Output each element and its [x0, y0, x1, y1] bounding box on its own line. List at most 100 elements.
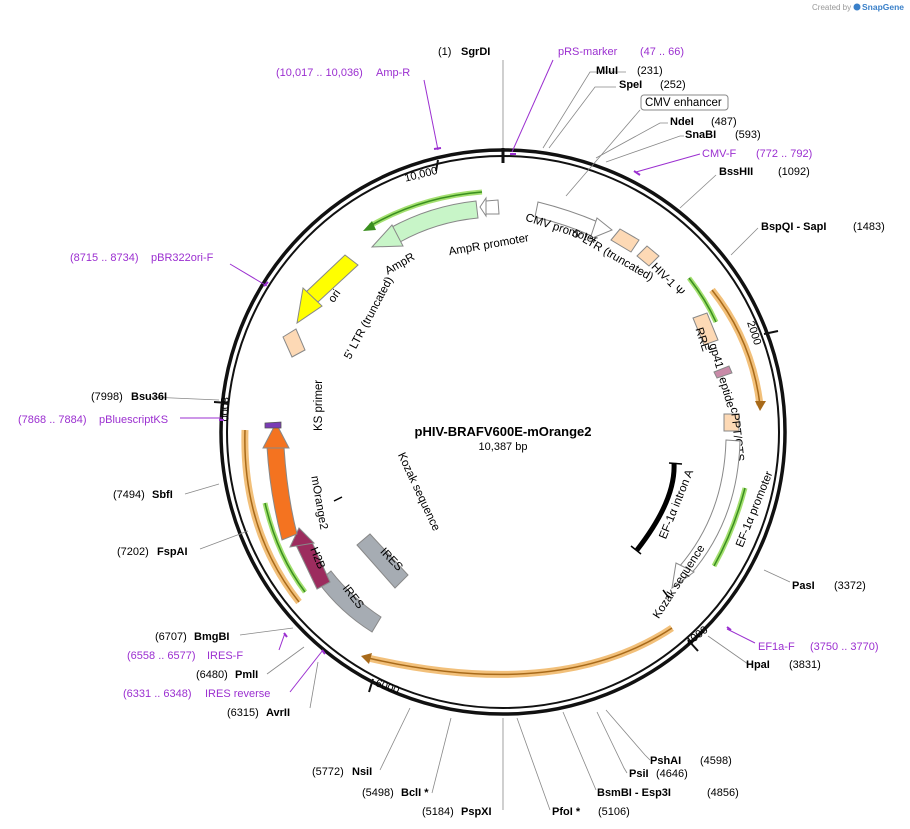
tick-label-6000: 6000 [374, 677, 401, 697]
site-coord-pasi: (3372) [834, 580, 866, 592]
site-name-pmli: PmlI [235, 669, 258, 681]
site-name-snabi: SnaBI [685, 129, 716, 141]
orf-arc-bottom-line [367, 627, 673, 676]
primer-coord-amp-r: (10,017 .. 10,036) [276, 67, 363, 79]
site-name-bsshii: BssHII [719, 166, 753, 178]
credit-prefix: Created by [812, 3, 851, 12]
green-arrow-ampr-line [369, 191, 483, 227]
site-name-spei: SpeI [619, 79, 642, 91]
primer-coord-ef1a-f: (3750 .. 3770) [810, 641, 879, 653]
feature-gp41-peptide [713, 365, 733, 379]
feature-cppt-cts [723, 413, 740, 432]
site-name-ndei: NdeI [670, 116, 694, 128]
site-coord-snabi: (593) [735, 129, 761, 141]
feature-ef1a-promoter-arrowhead [671, 562, 695, 590]
feature-ampr-promoter-arrowhead [479, 196, 487, 218]
site-coord-bspqi-sapi: (1483) [853, 221, 885, 233]
primer-name-ires-f: IRES-F [207, 650, 243, 662]
feature-label-hiv1-psi: HIV-1 Ψ [649, 261, 687, 299]
site-coord-bcli: (5498) [362, 787, 394, 799]
primer-coord-pbluescriptks: (7868 .. 7884) [18, 414, 87, 426]
site-name-nsii: NsiI [352, 766, 372, 778]
primer-name-prs-marker: pRS-marker [558, 46, 618, 58]
site-coord-bmgbi: (6707) [155, 631, 187, 643]
site-name-mlui: MluI [596, 65, 618, 77]
green-arrow-ef1a-line [713, 487, 746, 567]
feature-label-kozak-left: Kozak sequence [395, 451, 442, 533]
feature-ks-primer [264, 421, 282, 429]
orf-arc-right-line [711, 289, 761, 406]
snapgene-credit: Created by SnapGene [812, 2, 904, 12]
feature-label-ampr: AmpR [383, 251, 417, 277]
primer-coord-prs-marker: (47 .. 66) [640, 46, 684, 58]
feature-label-ltr-left: 5' LTR (truncated) [342, 275, 396, 362]
site-coord-pmli: (6480) [196, 669, 228, 681]
primer-markers [219, 147, 732, 655]
primer-name-pbluescriptks: pBluescriptKS [99, 414, 168, 426]
feature-ltr-right [610, 228, 640, 253]
site-coord-pshai: (4598) [700, 755, 732, 767]
cmv-enhancer-label: CMV enhancer [645, 97, 722, 109]
tick-label-8000: 8000 [218, 397, 230, 421]
primer-leader-lines [180, 59, 756, 693]
site-name-bspqi-sapi: BspQI - SapI [761, 221, 826, 233]
feature-rre [692, 312, 719, 346]
green-arrow-ampr-head [363, 221, 376, 231]
feature-label-ks-primer: KS primer [313, 380, 325, 431]
orf-arc-bottom-arrowhead [361, 653, 372, 664]
feature-kozak-right [662, 589, 670, 599]
feature-ampr [389, 200, 479, 243]
green-arrow-left-line [264, 502, 306, 593]
site-name-psii: PsiI [629, 768, 649, 780]
leader-lines [149, 60, 791, 811]
site-coord-pspxi: (5184) [422, 806, 454, 818]
feature-ef1a-intron-start-marker [668, 462, 683, 465]
site-coord-bsu36i: (7998) [91, 391, 123, 403]
feature-kozak-left [333, 496, 343, 502]
site-name-bsu36i: Bsu36I [131, 391, 167, 403]
site-coord-hpai: (3831) [789, 659, 821, 671]
site-name-bcli: BclI * [401, 787, 429, 799]
primer-coord-cmv-f: (772 .. 792) [756, 148, 812, 160]
feature-cmv-promoter-arrowhead [589, 217, 613, 240]
tick-8000: 8000 [213, 397, 230, 421]
feature-label-kozak-right: Kozak sequence [651, 543, 707, 621]
site-name-pspxi: PspXI [461, 806, 492, 818]
feature-ef1a-promoter [678, 439, 741, 576]
site-coord-sgrdi: (1) [438, 46, 451, 58]
green-arrow-rre-line [688, 277, 717, 323]
site-name-pshai: PshAI [650, 755, 681, 767]
snapgene-logo-icon [853, 3, 861, 11]
orf-arc-right-arrowhead [755, 401, 766, 411]
feature-ef1a-intron-end-marker [630, 545, 642, 555]
feature-morange2 [266, 446, 298, 541]
primer-coord-pbr322ori-f: (8715 .. 8734) [70, 252, 139, 264]
orf-arc-left-line [244, 429, 300, 603]
site-coord-mlui: (231) [637, 65, 663, 77]
site-coord-spei: (252) [660, 79, 686, 91]
site-coord-bsshii: (1092) [778, 166, 810, 178]
primer-name-ef1a-f: EF1a-F [758, 641, 795, 653]
plasmid-name: pHIV-BRAFV600E-mOrange2 [415, 424, 592, 439]
site-coord-avrii: (6315) [227, 707, 259, 719]
feature-ampr-promoter [485, 199, 500, 215]
credit-brand: SnapGene [862, 2, 904, 12]
feature-h2b-arrowhead [289, 527, 316, 548]
feature-ori-arrowhead [296, 286, 323, 325]
site-coord-fspai: (7202) [117, 546, 149, 558]
site-coord-psii: (4646) [656, 768, 688, 780]
cmv-enhancer-box [640, 94, 729, 111]
primer-coord-ires-reverse: (6331 .. 6348) [123, 688, 192, 700]
plasmid-size: 10,387 bp [479, 441, 528, 453]
feature-label-morange2: mOrange2 [308, 475, 329, 531]
primer-name-amp-r: Amp-R [376, 67, 410, 79]
feature-ltr-left [282, 328, 306, 358]
site-name-fspai: FspAI [157, 546, 188, 558]
primer-name-cmv-f: CMV-F [702, 148, 737, 160]
feature-morange2-arrowhead [262, 421, 290, 449]
site-coord-bsmbi-esp3i: (4856) [707, 787, 739, 799]
site-coord-ndei: (487) [711, 116, 737, 128]
site-name-sbfi: SbfI [152, 489, 173, 501]
site-name-pfoi: PfoI * [552, 806, 581, 818]
